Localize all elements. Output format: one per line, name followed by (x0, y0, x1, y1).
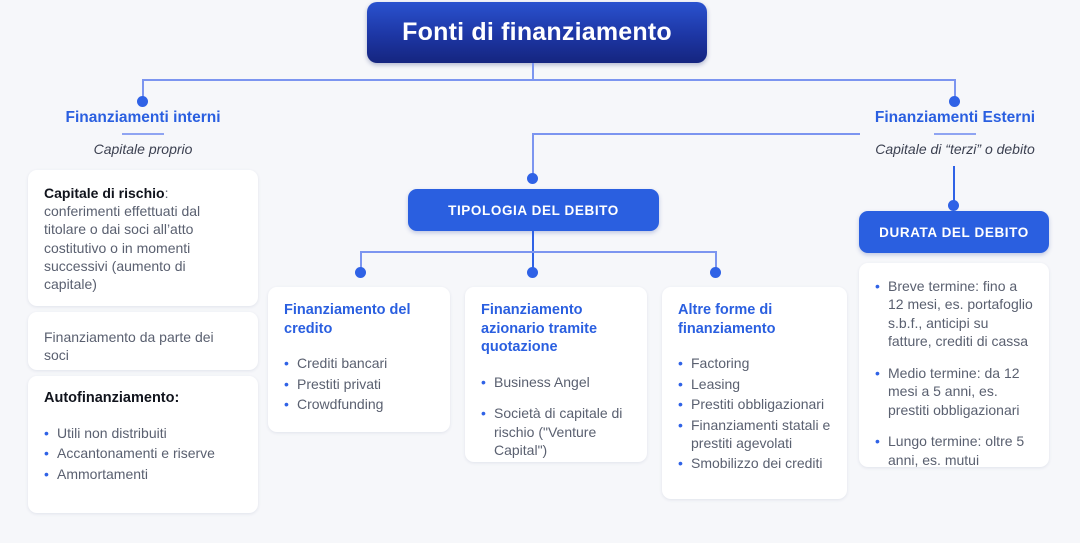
bullet-icon: • (875, 433, 880, 450)
connector-second-bus (532, 133, 860, 135)
list-item: • Factoring (678, 354, 831, 372)
branch-heading-internal: Finanziamenti interni (65, 109, 221, 126)
connector-title-stem (532, 63, 534, 81)
list-item-label: Business Angel (494, 373, 590, 390)
branch-heading-external: Finanziamenti Esterni (874, 109, 1036, 126)
card-altre-forme-heading: Altre forme di finanziamento (678, 302, 776, 337)
card-autofinanziamento-label: Autofinanziamento: (44, 390, 180, 406)
bullet-icon: • (284, 355, 289, 372)
bullet-icon: • (678, 355, 683, 372)
card-altre-forme-list: • Factoring • Leasing • Prestiti obbligazio… (678, 354, 831, 473)
connector-dot-tipologia (527, 173, 538, 184)
list-item-label: Medio termine: da 12 mesi a 5 anni, es. … (888, 364, 1020, 418)
card-altre-forme[interactable]: Altre forme di finanziamento • Factoring … (662, 287, 847, 499)
list-item-label: Leasing (691, 375, 741, 392)
list-item-label: Factoring (691, 355, 750, 372)
connector-dot-azionario (527, 267, 538, 278)
list-item-label: Prestiti privati (297, 375, 382, 392)
list-item-label: Ammortamenti (57, 465, 149, 482)
bullet-icon: • (875, 278, 880, 294)
connector-dot-left (137, 96, 148, 107)
list-item-label: Crediti bancari (297, 355, 388, 372)
card-durata-del-debito-list: • Breve termine: fino a 12 mesi, es. port… (875, 277, 1033, 469)
bullet-icon: • (44, 425, 49, 441)
branch-divider-left (122, 133, 164, 135)
card-autofinanziamento-list: • Utili non distribuiti • Accantonamenti e… (44, 424, 242, 483)
card-durata-del-debito[interactable]: • Breve termine: fino a 12 mesi, es. port… (859, 263, 1049, 469)
list-item: • Prestiti obbligazionari (678, 395, 831, 413)
card-finanziamento-del-credito-heading: Finanziamento del credito (284, 302, 411, 337)
connector-durata-stem (953, 166, 955, 206)
connector-top-bus (142, 79, 956, 81)
list-item-label: Breve termine: fino a 12 mesi, es. porta… (888, 278, 1033, 350)
card-finanziamento-del-credito-list: • Crediti bancari • Prestiti privati • Crow… (284, 354, 434, 413)
list-item: • Utili non distribuiti (44, 424, 242, 442)
list-item-label: Smobilizzo dei crediti (691, 455, 823, 472)
bullet-icon: • (44, 445, 49, 462)
list-item: • Leasing (678, 375, 831, 393)
list-item: • Accantonamenti e riserve (44, 444, 242, 462)
connector-tipologia-drop (532, 133, 534, 179)
bullet-icon: • (481, 373, 486, 390)
card-capitale-di-rischio-lead: Capitale di rischio (44, 185, 165, 201)
connector-credito-drop (360, 251, 362, 273)
card-finanziamento-azionario[interactable]: Finanziamento azionario tramite quotazio… (465, 287, 647, 462)
list-item: • Lungo termine: oltre 5 anni, es. mutui (875, 432, 1033, 469)
list-item: • Finanziamenti statali e prestiti agevol… (678, 416, 831, 453)
bullet-icon: • (284, 396, 289, 413)
list-item: • Ammortamenti (44, 465, 242, 483)
bullet-icon: • (678, 455, 683, 472)
list-item: • Medio termine: da 12 mesi a 5 anni, es.… (875, 364, 1033, 419)
list-item: • Prestiti privati (284, 375, 434, 393)
list-item: • Smobilizzo dei crediti (678, 454, 831, 472)
list-item-label: Finanziamenti statali e prestiti agevola… (691, 416, 831, 451)
connector-tipologia-bus (360, 251, 717, 253)
bullet-icon: • (44, 465, 49, 482)
list-item-label: Società di capitale di rischio ("Venture… (494, 405, 623, 459)
pill-tipologia-del-debito[interactable]: TIPOLOGIA DEL DEBITO (408, 189, 659, 231)
list-item-label: Crowdfunding (297, 396, 384, 413)
branch-divider-right (934, 133, 976, 135)
bullet-icon: • (678, 396, 683, 413)
bullet-icon: • (284, 375, 289, 392)
card-autofinanziamento[interactable]: Autofinanziamento: • Utili non distribuit… (28, 376, 258, 513)
card-finanziamento-del-credito[interactable]: Finanziamento del credito • Crediti banca… (268, 287, 450, 432)
page-title: Fonti di finanziamento (367, 2, 707, 63)
bullet-icon: • (875, 364, 880, 381)
bullet-icon: • (678, 375, 683, 392)
pill-durata-del-debito[interactable]: DURATA DEL DEBITO (859, 211, 1049, 253)
connector-left-drop (142, 79, 144, 102)
bullet-icon: • (678, 416, 683, 433)
list-item-label: Accantonamenti e riserve (57, 445, 215, 462)
list-item: • Business Angel (481, 373, 631, 391)
card-finanziamento-soci[interactable]: Finanziamento da parte dei soci (28, 312, 258, 370)
bullet-icon: • (481, 405, 486, 422)
list-item-label: Prestiti obbligazionari (691, 396, 825, 413)
card-capitale-di-rischio[interactable]: Capitale di rischio: conferimenti effett… (28, 170, 258, 306)
connector-dot-credito (355, 267, 366, 278)
list-item: • Crowdfunding (284, 395, 434, 413)
card-capitale-di-rischio-body: : conferimenti effettuati dal titolare o… (44, 185, 201, 292)
list-item: • Società di capitale di rischio ("Ventur… (481, 404, 631, 459)
list-item-label: Utili non distribuiti (57, 425, 167, 441)
branch-subtitle-external: Capitale di “terzi” o debito (875, 141, 1035, 157)
connector-altre-drop (715, 251, 717, 273)
list-item: • Breve termine: fino a 12 mesi, es. port… (875, 277, 1033, 351)
connector-dot-altre (710, 267, 721, 278)
connector-dot-right (949, 96, 960, 107)
card-finanziamento-azionario-heading: Finanziamento azionario tramite quotazio… (481, 302, 598, 356)
connector-dot-durata (948, 200, 959, 211)
connector-right-drop (954, 79, 956, 102)
card-finanziamento-soci-text: Finanziamento da parte dei soci (44, 329, 214, 364)
list-item-label: Lungo termine: oltre 5 anni, es. mutui (888, 433, 1025, 468)
card-capitale-di-rischio-text: Capitale di rischio: conferimenti effett… (44, 184, 242, 293)
branch-subtitle-internal: Capitale proprio (93, 141, 193, 157)
list-item: • Crediti bancari (284, 354, 434, 372)
card-finanziamento-azionario-list: • Business Angel • Società di capitale di … (481, 373, 631, 460)
